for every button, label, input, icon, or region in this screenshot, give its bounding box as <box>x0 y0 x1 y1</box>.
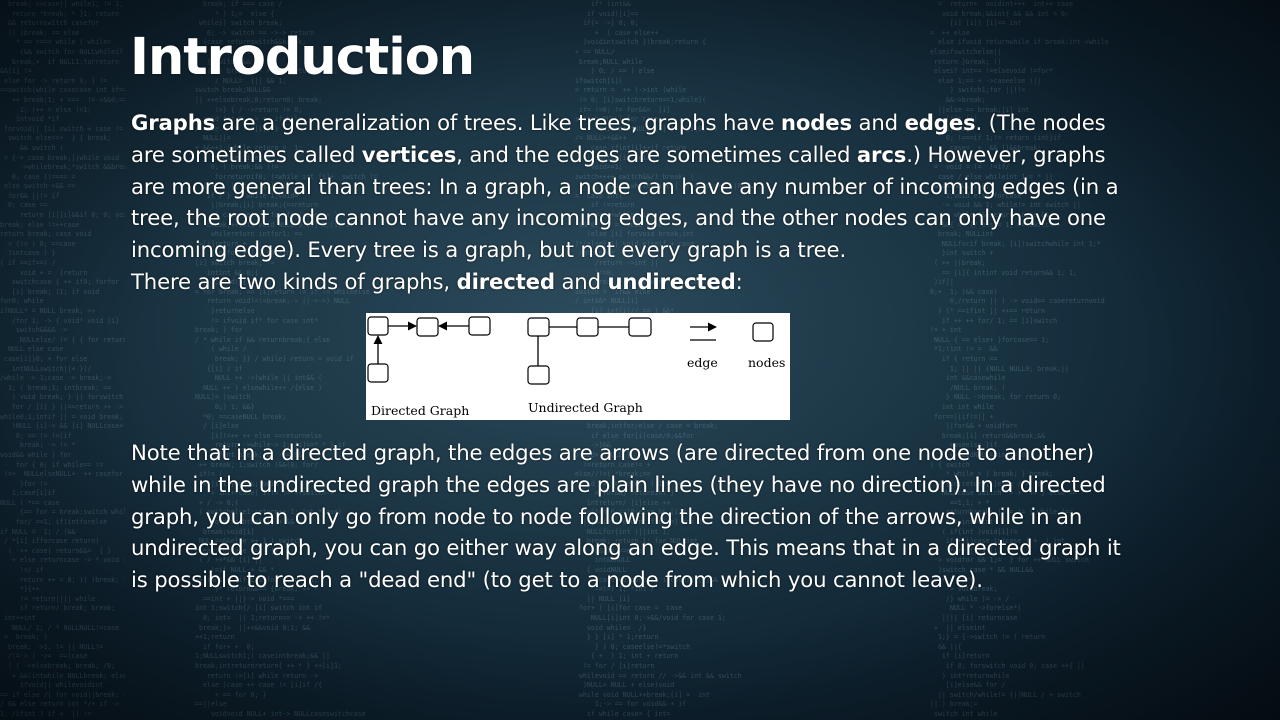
text-run: . (The nodes are sometimes called <box>131 110 1106 167</box>
undirected-node-b <box>576 317 599 337</box>
text-run: , and the edges are sometimes called <box>456 141 857 167</box>
term-undirected: undirected <box>607 269 736 294</box>
paragraph-graph-kinds: There are two kinds of graphs, directed … <box>131 266 1121 298</box>
paragraph-directed-vs-undirected: Note that in a directed graph, the edges… <box>131 440 1121 593</box>
term-nodes: nodes <box>780 110 852 135</box>
legend-edge-label: edge <box>687 355 718 370</box>
background-code-texture-mid: break; if === case / * } 1;= else { whil… <box>195 0 525 720</box>
background-code-texture-left: break; ==case|| while1; != 1; return *br… <box>0 0 125 720</box>
slide-title: Introduction <box>130 28 475 87</box>
directed-node-c <box>468 316 491 336</box>
text-run: There are two kinds of graphs, <box>131 269 457 294</box>
text-run: : <box>735 269 743 294</box>
text-run: and <box>554 269 608 294</box>
directed-graph-label: Directed Graph <box>371 403 469 418</box>
text-run: are a generalization of trees. Like tree… <box>215 110 781 135</box>
term-arcs: arcs <box>856 141 907 167</box>
term-graphs: Graphs <box>131 110 216 135</box>
directed-node-d <box>367 363 389 383</box>
undirected-graph-label: Undirected Graph <box>528 400 643 415</box>
text-run: and <box>851 110 905 135</box>
term-directed: directed <box>456 269 555 294</box>
graph-diagram: Directed Graph Undirected Graph edge nod… <box>367 316 785 418</box>
background-code-texture-right: = return+ voidint+++ int++ case void bre… <box>930 0 1280 720</box>
undirected-node-a <box>527 317 550 337</box>
paragraph-graphs-definition: Graphs are a generalization of trees. Li… <box>131 107 1121 266</box>
legend-nodes-label: nodes <box>748 355 785 370</box>
directed-node-a <box>367 316 389 336</box>
legend-node-icon <box>752 322 774 342</box>
term-vertices: vertices <box>361 141 457 167</box>
undirected-node-d <box>527 365 550 385</box>
undirected-node-c <box>628 317 652 337</box>
graph-diagram-figure: Directed Graph Undirected Graph edge nod… <box>366 313 790 420</box>
directed-node-b <box>416 317 439 337</box>
term-edges: edges <box>904 110 976 135</box>
text-run: .) However, graphs are more general than… <box>131 141 1119 263</box>
